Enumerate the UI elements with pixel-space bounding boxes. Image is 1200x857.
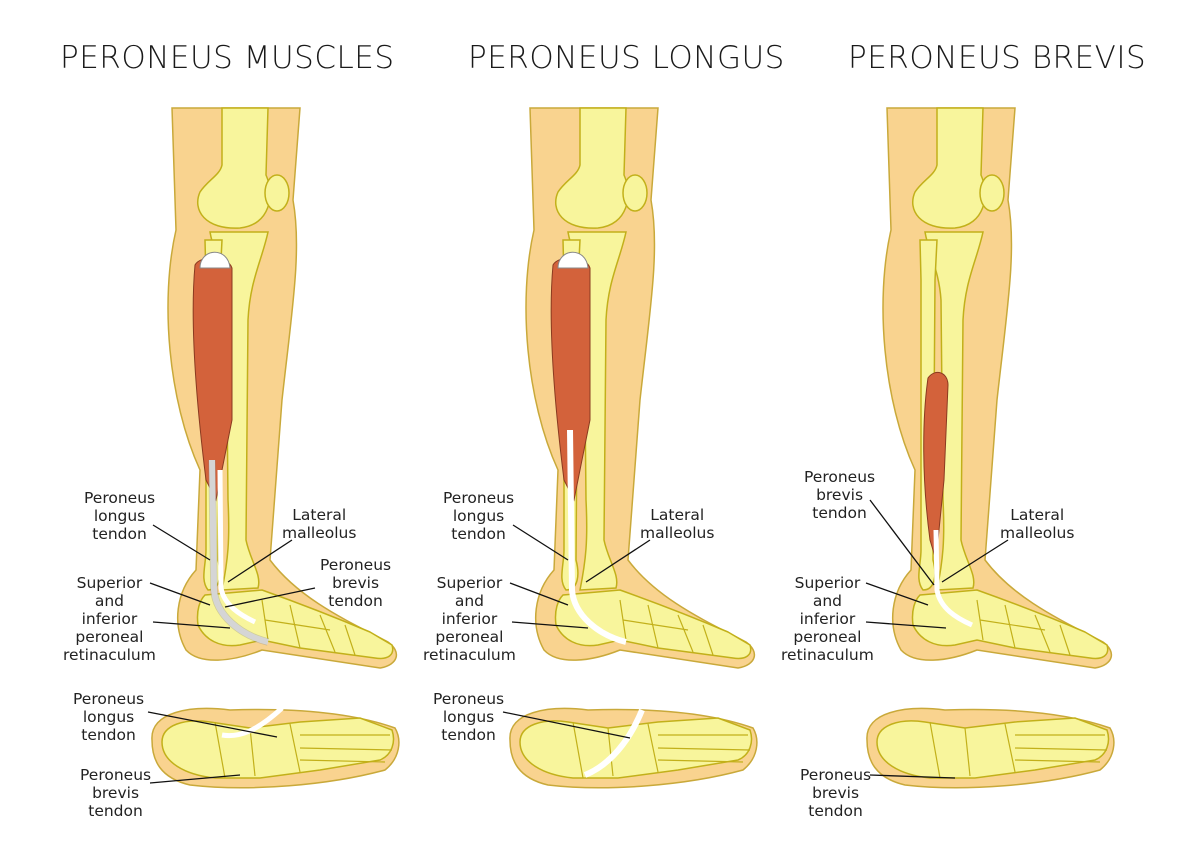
longus-tendon-2 bbox=[567, 429, 627, 645]
label-brevis-tendon-sole-3: Peroneus brevis tendon bbox=[800, 766, 872, 820]
label-retinaculum-3: Superior and inferior peroneal retinacul… bbox=[781, 574, 874, 664]
label-brevis-tendon-sole-1: Peroneus brevis tendon bbox=[80, 766, 152, 820]
label-longus-tendon-sole-2: Peroneus longus tendon bbox=[433, 690, 505, 744]
title-peroneus-longus: PERONEUS LONGUS bbox=[468, 40, 785, 76]
title-peroneus-brevis: PERONEUS BREVIS bbox=[848, 40, 1147, 76]
label-longus-tendon-1: Peroneus longus tendon bbox=[84, 489, 156, 543]
label-lateral-malleolus-1: Lateral malleolus bbox=[282, 506, 357, 542]
leg-panel-1 bbox=[151, 107, 400, 789]
label-retinaculum-1: Superior and inferior peroneal retinacul… bbox=[63, 574, 156, 664]
brevis-tendon-3 bbox=[933, 529, 974, 628]
leg-panel-2 bbox=[509, 107, 758, 789]
longus-tendon-1 bbox=[209, 459, 269, 645]
leader-lines bbox=[147, 499, 1009, 784]
label-longus-tendon-2: Peroneus longus tendon bbox=[443, 489, 515, 543]
brevis-tendon-1 bbox=[217, 469, 257, 625]
label-longus-tendon-sole-1: Peroneus longus tendon bbox=[73, 690, 145, 744]
label-brevis-tendon-1: Peroneus brevis tendon bbox=[320, 556, 392, 610]
muscle-head bbox=[199, 251, 231, 269]
peroneus-brevis-muscle bbox=[923, 371, 949, 561]
label-retinaculum-2: Superior and inferior peroneal retinacul… bbox=[423, 574, 516, 664]
label-brevis-tendon-3: Peroneus brevis tendon bbox=[804, 468, 876, 522]
leg-panel-3 bbox=[866, 107, 1115, 789]
title-peroneus-muscles: PERONEUS MUSCLES bbox=[60, 40, 395, 76]
label-lateral-malleolus-2: Lateral malleolus bbox=[640, 506, 715, 542]
label-lateral-malleolus-3: Lateral malleolus bbox=[1000, 506, 1075, 542]
